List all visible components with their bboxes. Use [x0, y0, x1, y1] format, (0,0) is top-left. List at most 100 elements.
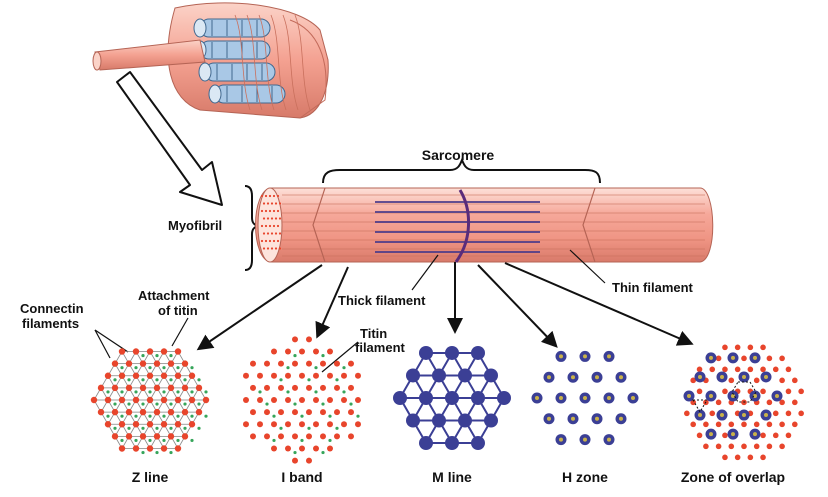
- thick-filament-dot: [484, 368, 498, 383]
- thick-filament-dot: [419, 391, 433, 405]
- cross-section-h-zone: [531, 350, 639, 446]
- thin-filament-dot: [327, 348, 333, 355]
- thin-filament-dot: [139, 360, 147, 367]
- titin-dot: [134, 438, 138, 443]
- cut-face-dot: [268, 194, 272, 198]
- arrow-h-zone: [477, 264, 558, 348]
- thick-filament-core: [595, 375, 599, 380]
- cut-face-dot: [270, 202, 274, 205]
- thin-filament-dot: [271, 421, 277, 428]
- titin-label-line1: Titin: [360, 326, 387, 341]
- thin-filament-dot: [153, 360, 161, 367]
- thick-filament-core: [698, 413, 702, 418]
- thin-filament-dot: [146, 445, 154, 452]
- thin-filament-dot: [779, 355, 785, 362]
- titin-dot: [328, 414, 332, 418]
- titin-dot: [279, 378, 283, 382]
- thin-filament-dot: [118, 348, 126, 355]
- thin-filament-dot: [741, 443, 747, 450]
- cut-face-dot: [264, 209, 268, 213]
- thin-filament-dot: [320, 384, 326, 391]
- fiber-strand: [258, 14, 275, 111]
- thin-filament-dot: [334, 384, 340, 391]
- cross-section-i-band: [243, 336, 361, 464]
- titin-dot: [321, 450, 325, 455]
- thick-filament-core: [607, 437, 611, 442]
- thick-filament-core: [631, 396, 635, 400]
- thin-filament-dot: [306, 384, 312, 391]
- thin-filament-dot: [125, 408, 133, 416]
- thin-filament-dot: [285, 372, 291, 379]
- fiber-strand: [234, 14, 251, 111]
- myofibril-tube: [199, 40, 271, 60]
- thin-filament-dot: [703, 421, 709, 428]
- titin-dot: [162, 390, 166, 394]
- thin-filament-dot: [703, 443, 709, 450]
- titin-dot: [120, 438, 124, 443]
- thin-filament-dot: [766, 443, 773, 450]
- titin-dot: [197, 378, 201, 382]
- thin-filament-dot: [90, 396, 98, 404]
- thin-filament-dot: [741, 355, 747, 362]
- cross-section-arrows: [196, 262, 694, 351]
- thin-filament-dot: [722, 454, 728, 461]
- thin-filament-dot: [104, 421, 112, 428]
- cut-face-dot: [262, 217, 266, 220]
- attachment-label-line1: Attachment: [138, 288, 210, 303]
- myofibril-cylinder: [255, 187, 714, 263]
- thin-filament-dot: [728, 443, 735, 450]
- thin-filament-dot: [306, 360, 312, 367]
- titin-dot: [190, 414, 194, 418]
- thin-filament-dot: [327, 421, 333, 428]
- thin-filament-dot: [132, 421, 140, 428]
- titin-dot: [155, 450, 159, 455]
- cross-section-m-line: [393, 345, 511, 451]
- thin-filament-dot: [188, 421, 196, 428]
- titin-dot: [148, 390, 152, 394]
- thick-filament-label: Thick filament: [338, 293, 426, 308]
- titin-dot: [148, 438, 152, 443]
- titin-dot: [176, 390, 180, 394]
- fiber-strand: [270, 14, 287, 111]
- thin-filament-dot: [160, 372, 168, 379]
- cut-face-dot: [262, 202, 266, 205]
- thick-filament-core: [559, 396, 563, 400]
- thin-filament-dot: [285, 348, 291, 355]
- cut-face-dot: [272, 224, 276, 228]
- thin-filament-dot: [299, 421, 305, 428]
- thick-filament-dot: [445, 391, 459, 405]
- thick-filament-dot: [406, 413, 420, 428]
- thin-filament-dot: [348, 409, 354, 416]
- thin-filament-dot: [285, 421, 291, 428]
- thin-filament-dot: [792, 421, 798, 428]
- thin-filament-dot: [174, 421, 182, 428]
- thin-filament-dot: [313, 445, 319, 452]
- thin-filament-dot: [306, 433, 312, 440]
- thin-filament-dot: [753, 377, 760, 384]
- titin-dot: [265, 402, 269, 406]
- titin-dot: [141, 378, 145, 382]
- thin-filament-dot: [292, 336, 298, 343]
- thin-filament-dot: [320, 409, 326, 416]
- titin-label-line2: filament: [355, 340, 406, 355]
- titin-dot: [321, 353, 325, 358]
- thick-filament-core: [753, 432, 757, 437]
- thin-filament-dot: [690, 399, 696, 406]
- thin-filament-dot: [334, 360, 340, 367]
- thick-filament-core: [764, 413, 768, 418]
- thin-filament-dot: [278, 384, 284, 391]
- titin-dot: [321, 402, 325, 406]
- titin-dot: [293, 450, 297, 455]
- thin-filament-dot: [785, 410, 792, 417]
- titin-dot: [349, 402, 353, 406]
- thin-filament-dot: [250, 360, 256, 367]
- cut-face-dots: [260, 194, 282, 250]
- thin-filament-dot: [181, 408, 189, 416]
- thin-filament-dot: [709, 366, 716, 373]
- thin-filament-dot: [355, 372, 361, 379]
- thin-filament-dot: [696, 432, 703, 439]
- thin-filament-dot: [125, 384, 133, 392]
- thin-filament-dot: [97, 408, 105, 416]
- thin-filament-dot: [299, 348, 305, 355]
- thick-filament-dot: [419, 345, 433, 360]
